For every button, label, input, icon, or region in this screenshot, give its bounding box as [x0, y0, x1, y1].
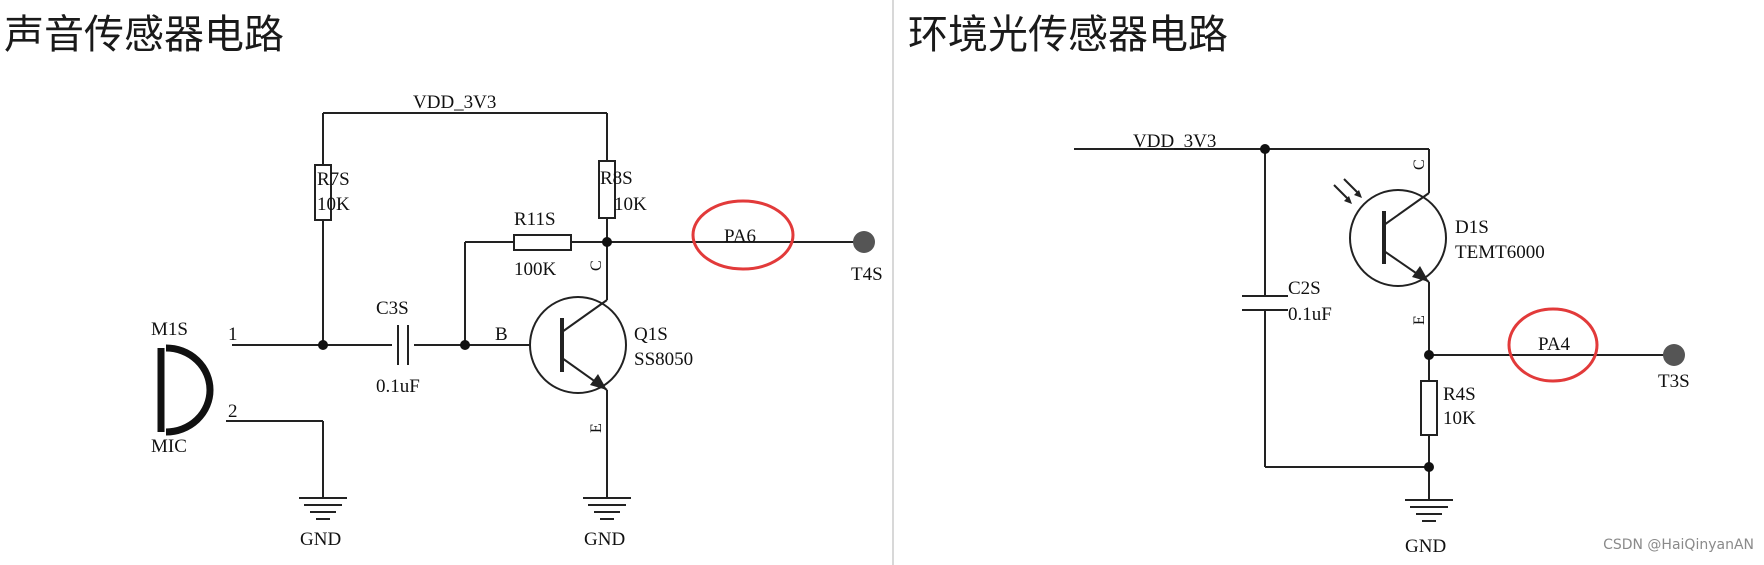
resistor-r11	[513, 234, 572, 251]
emitter-arrow	[590, 374, 607, 390]
microphone-symbol	[157, 344, 214, 436]
testpoint-label-t3s: T3S	[1658, 371, 1690, 392]
capacitor-c2	[1242, 295, 1288, 311]
junction-dot	[602, 237, 612, 247]
highlight-circle-pa6	[691, 199, 795, 271]
collector-label: C	[1411, 159, 1428, 170]
capacitor-c3	[397, 325, 409, 365]
highlight-circle-pa4	[1507, 307, 1599, 383]
junction-dot	[1424, 350, 1434, 360]
r8-name: R8S	[600, 168, 633, 189]
gnd-label: GND	[1405, 536, 1446, 557]
c3-value: 0.1uF	[376, 376, 420, 397]
ground-symbol-q1	[583, 497, 631, 520]
light-arrow	[1344, 196, 1352, 204]
c2-name: C2S	[1288, 278, 1321, 299]
sound-sensor-title: 声音传感器电路	[4, 12, 284, 58]
junction-dot	[1260, 144, 1270, 154]
r4-value: 10K	[1443, 408, 1476, 429]
gnd-label-q1: GND	[584, 529, 625, 550]
junction-dot	[460, 340, 470, 350]
testpoint-t4s	[853, 231, 875, 253]
panel-divider	[892, 0, 894, 565]
light-sensor-title: 环境光传感器电路	[908, 12, 1228, 58]
phototransistor-d1	[1333, 178, 1447, 287]
emitter-label: E	[588, 423, 605, 433]
ground-symbol-mic	[299, 497, 347, 520]
testpoint-t3s	[1663, 344, 1685, 366]
gnd-label-mic: GND	[300, 529, 341, 550]
r11-value: 100K	[514, 259, 557, 280]
q1-part: SS8050	[634, 349, 693, 370]
transistor-q1	[529, 296, 627, 394]
ground-symbol	[1405, 499, 1453, 522]
r11-name: R11S	[514, 209, 556, 230]
c2-value: 0.1uF	[1288, 304, 1332, 325]
d1-name: D1S	[1455, 217, 1489, 238]
emitter-label: E	[1411, 315, 1428, 325]
d1-part: TEMT6000	[1455, 242, 1545, 263]
mic-pin2: 2	[228, 401, 238, 422]
sound-sensor-panel: 声音传感器电路	[4, 12, 883, 550]
vdd-label: VDD_3V3	[413, 92, 496, 113]
net-label-pa4: PA4	[1538, 334, 1571, 355]
base-label: B	[495, 324, 508, 345]
light-sensor-schematic: VDD_3V3 C2S 0.1uF D1S TEMT6000 R4S 10K P…	[1074, 131, 1690, 557]
mic-name: M1S	[151, 319, 188, 340]
resistor-r7	[314, 164, 332, 221]
resistor-r8	[598, 160, 616, 219]
collector-label: C	[588, 260, 605, 271]
r4-name: R4S	[1443, 384, 1476, 405]
junction-dot	[1424, 462, 1434, 472]
q1-name: Q1S	[634, 324, 668, 345]
sound-sensor-schematic: VDD_3V3 R7S 10K R8S 10K R11S 100K C3S 0.…	[151, 92, 883, 550]
c3-name: C3S	[376, 298, 409, 319]
light-arrow	[1354, 190, 1362, 198]
watermark: CSDN @HaiQinyanAN	[1603, 537, 1754, 553]
resistor-r4	[1420, 380, 1438, 436]
net-label-pa6: PA6	[724, 226, 756, 247]
vdd-label: VDD_3V3	[1133, 131, 1216, 152]
light-sensor-panel: 环境光传感器电路	[896, 0, 1764, 565]
testpoint-label-t4s: T4S	[851, 264, 883, 285]
mic-type: MIC	[151, 436, 187, 457]
r8-value: 10K	[614, 194, 647, 215]
r7-name: R7S	[317, 169, 350, 190]
mic-pin1: 1	[228, 324, 238, 345]
r7-value: 10K	[317, 194, 350, 215]
emitter-arrow	[1412, 266, 1429, 282]
junction-dot	[318, 340, 328, 350]
